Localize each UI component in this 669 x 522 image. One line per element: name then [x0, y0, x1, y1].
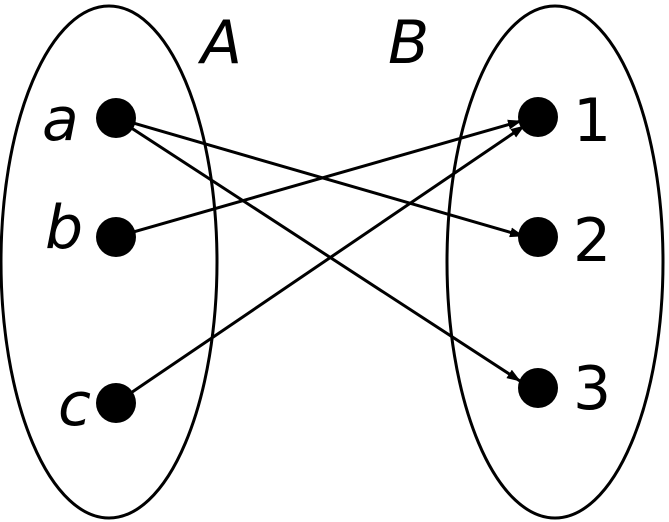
arrow-c-to-1 — [115, 124, 525, 405]
element-1-label: 1 — [573, 86, 611, 156]
arrow-a-to-2 — [115, 116, 524, 238]
arrow-b-to-1 — [115, 119, 522, 239]
dot-1 — [518, 97, 558, 137]
element-a-label: a — [42, 85, 79, 155]
element-3-label: 3 — [573, 354, 611, 424]
dot-3 — [518, 368, 558, 408]
dot-2 — [518, 217, 558, 257]
element-c-label: c — [58, 370, 91, 440]
set-a-ellipse — [0, 4, 219, 520]
arrow-a-to-3 — [115, 116, 521, 383]
dot-b — [96, 217, 136, 257]
dot-c — [96, 383, 136, 423]
set-b-ellipse — [445, 4, 665, 520]
set-a-label: A — [197, 8, 242, 78]
element-b-label: b — [45, 193, 83, 263]
dot-a — [96, 98, 136, 138]
set-b-label: B — [388, 8, 429, 78]
element-2-label: 2 — [573, 206, 611, 276]
